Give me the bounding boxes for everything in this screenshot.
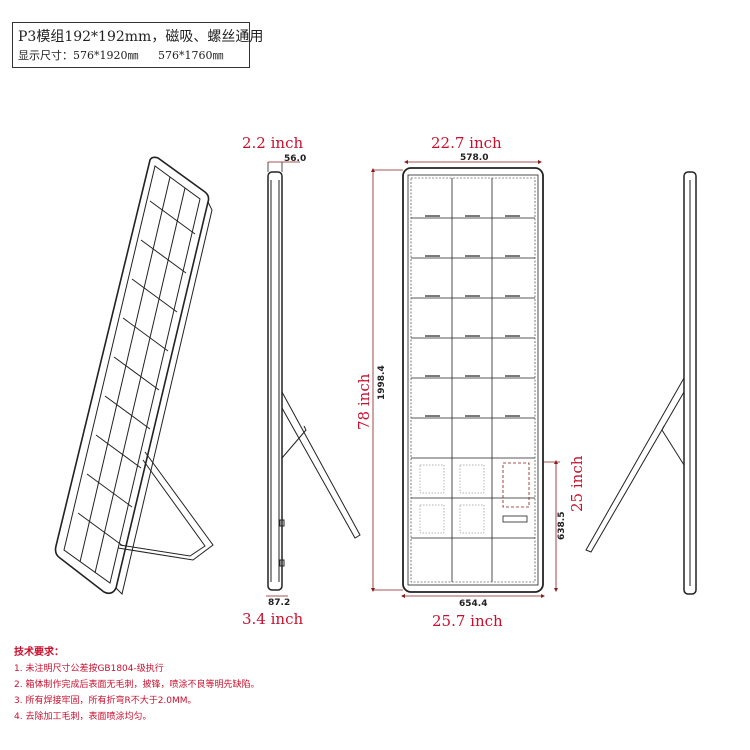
spec-model-line: P3模组192*192mm，磁吸、螺丝通用 [18,29,264,45]
width-inch: 22.7 inch [431,134,502,152]
base-width-inch: 25.7 inch [432,612,503,630]
front-view-dimensions [371,160,560,598]
side-view [267,171,361,591]
thickness-top-mm: 56.0 [284,154,306,164]
notes-title: 技术要求： [14,647,64,658]
base-width-mm: 654.4 [459,599,487,609]
perspective-view [54,156,214,595]
front-view [402,167,544,593]
side-view-dimensions [266,161,300,597]
thickness-top-inch: 2.2 inch [242,134,303,152]
rear-side-view [585,171,697,595]
thickness-bottom-mm: 87.2 [268,598,290,608]
height-inch: 78 inch [355,373,373,430]
spec-size-value2: 576*1760㎜ [158,49,224,62]
spec-size-label: 显示尺寸：576*1920㎜ [18,49,139,62]
spec-size-line: 显示尺寸：576*1920㎜ 576*1760㎜ [18,47,224,63]
technical-notes: 技术要求： 1. 未注明尺寸公差按GB1804-级执行 2. 箱体制作完成后表面… [14,645,344,725]
width-mm: 578.0 [460,153,488,163]
note-item: 2. 箱体制作完成后表面无毛刺，披锋，喷涂不良等明先缺陷。 [14,680,260,690]
spec-box: P3模组192*192mm，磁吸、螺丝通用 显示尺寸：576*1920㎜ 576… [12,22,263,68]
thickness-bottom-inch: 3.4 inch [242,610,303,628]
note-item: 4. 去除加工毛刺，表面喷涂均匀。 [14,712,152,722]
note-item: 3. 所有焊接牢固，所有折弯R不大于2.0MM。 [14,696,197,706]
leg-height-mm: 638.5 [557,512,567,540]
height-mm: 1998.4 [377,365,387,400]
note-item: 1. 未注明尺寸公差按GB1804-级执行 [14,664,164,674]
leg-height-inch: 25 inch [568,455,586,512]
